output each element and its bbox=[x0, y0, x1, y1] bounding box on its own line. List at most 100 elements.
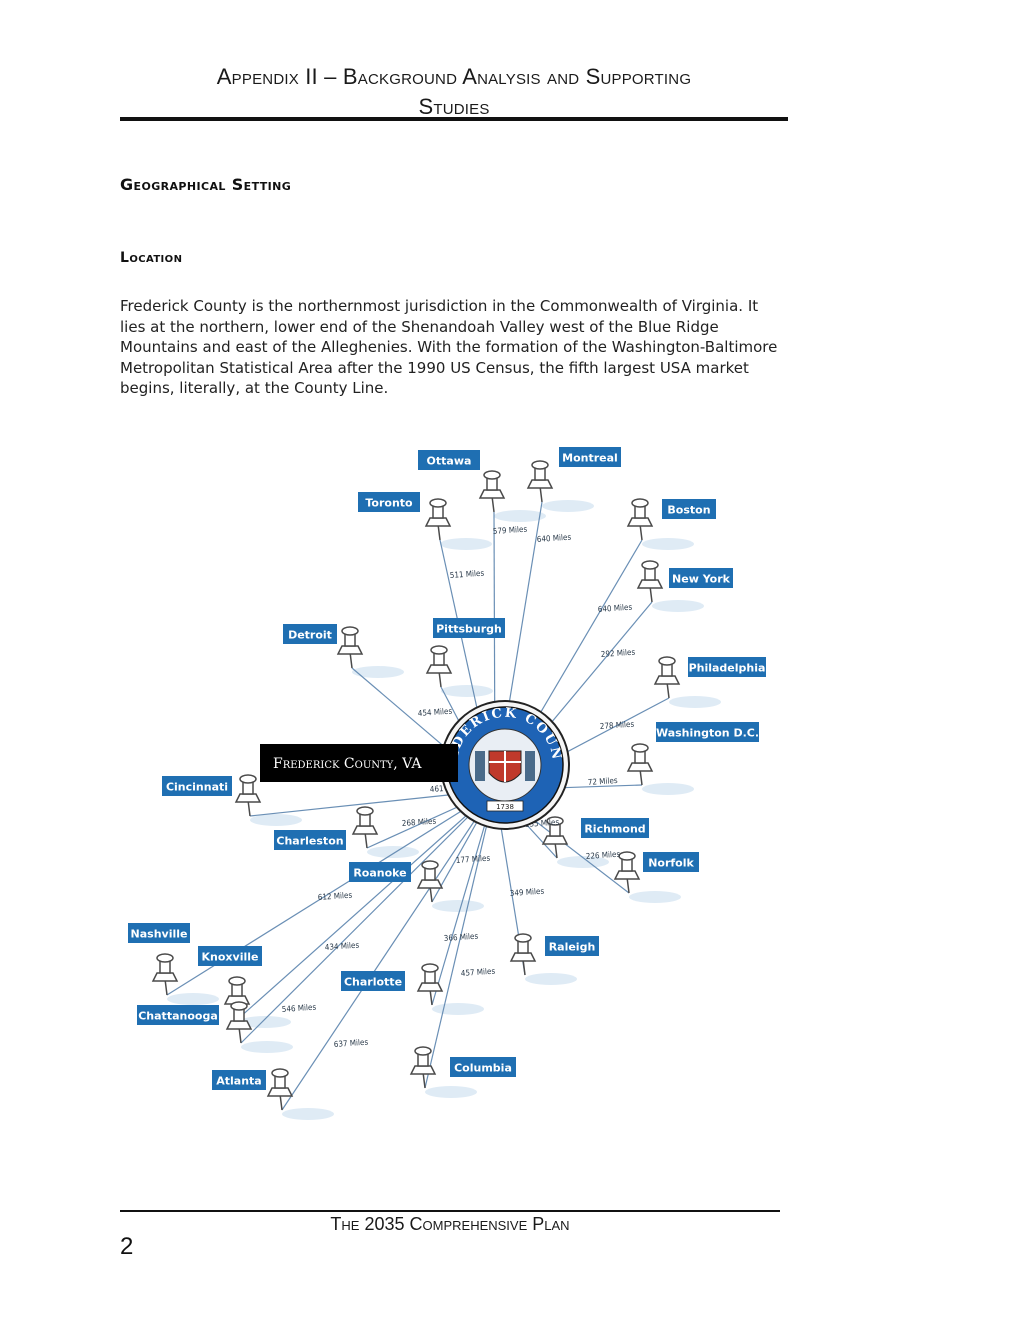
pin-head bbox=[631, 743, 649, 753]
city-name: Knoxville bbox=[202, 951, 259, 964]
pin-head bbox=[429, 498, 447, 508]
pushpin-detroit-icon bbox=[336, 626, 364, 669]
pin-head bbox=[156, 953, 174, 963]
pin-shadow-norfolk bbox=[629, 891, 681, 903]
pin-base bbox=[526, 479, 554, 489]
line-chattanooga bbox=[240, 789, 496, 1044]
pushpin-cincinnati-icon bbox=[234, 774, 262, 817]
city-label-charleston: Charleston bbox=[274, 830, 346, 850]
pushpin-new-york-icon bbox=[636, 560, 664, 603]
city-name: Toronto bbox=[365, 497, 413, 510]
pushpin-chattanooga-icon bbox=[225, 1001, 253, 1044]
footer-title: The 2035 Comprehensive Plan bbox=[330, 1214, 570, 1234]
city-label-box bbox=[274, 830, 346, 850]
pin-base bbox=[234, 793, 262, 803]
pin-head bbox=[228, 976, 246, 986]
pin-base bbox=[409, 1065, 437, 1075]
city-label-box bbox=[162, 776, 232, 796]
city-label-philadelphia: Philadelphia bbox=[688, 657, 766, 677]
city-name: Atlanta bbox=[216, 1075, 261, 1088]
distance-columbia: 457 Miles bbox=[461, 967, 496, 978]
pin-head bbox=[546, 816, 564, 826]
section-heading: Geographical Setting bbox=[120, 175, 292, 194]
city-label-box bbox=[545, 936, 599, 956]
pin-base bbox=[151, 972, 179, 982]
city-label-box bbox=[349, 862, 411, 882]
pin-head bbox=[483, 470, 501, 480]
city-label-box bbox=[662, 499, 716, 519]
pin-head bbox=[631, 498, 649, 508]
distance-montreal: 640 Miles bbox=[537, 533, 572, 544]
distance-chattanooga: 546 Miles bbox=[282, 1003, 317, 1014]
pin-base bbox=[424, 517, 452, 527]
city-name: Boston bbox=[667, 504, 710, 517]
pin-head bbox=[356, 806, 374, 816]
city-name: Richmond bbox=[584, 823, 645, 836]
distance-boston: 640 Miles bbox=[598, 603, 633, 614]
pin-shadow-charleston bbox=[367, 846, 419, 858]
pin-base bbox=[509, 952, 537, 962]
pushpins bbox=[151, 460, 681, 1111]
seal-year: 1738 bbox=[496, 803, 514, 811]
city-label-roanoke: Roanoke bbox=[349, 862, 411, 882]
city-name: Charleston bbox=[276, 835, 343, 848]
distance-charleston: 268 Miles bbox=[402, 817, 437, 828]
header-title-line-2: Studies bbox=[418, 94, 490, 119]
header-divider bbox=[120, 117, 788, 121]
city-label-box bbox=[418, 450, 480, 470]
city-label-box bbox=[450, 1057, 516, 1077]
pin-shadow-chattanooga bbox=[241, 1041, 293, 1053]
line-columbia bbox=[424, 789, 496, 1089]
city-label-norfolk: Norfolk bbox=[643, 852, 699, 872]
pushpin-philadelphia-icon bbox=[653, 656, 681, 699]
pushpin-richmond-icon bbox=[541, 816, 569, 859]
pin-base bbox=[653, 675, 681, 685]
pushpin-montreal-icon bbox=[526, 460, 554, 503]
city-name: Norfolk bbox=[648, 857, 694, 870]
pushpin-columbia-icon bbox=[409, 1046, 437, 1089]
distance-roanoke: 177 Miles bbox=[456, 854, 491, 865]
pushpin-ottawa-icon bbox=[478, 470, 506, 513]
pin-head bbox=[658, 656, 676, 666]
seal-ribbon bbox=[486, 800, 524, 812]
city-name: Charlotte bbox=[344, 976, 402, 989]
center-label-box bbox=[260, 744, 458, 782]
pin-shadow-philadelphia bbox=[669, 696, 721, 708]
city-name: New York bbox=[672, 573, 731, 586]
distance-toronto: 511 Miles bbox=[450, 569, 485, 580]
pin-head bbox=[421, 860, 439, 870]
city-label-detroit: Detroit bbox=[283, 624, 337, 644]
pin-base bbox=[541, 835, 569, 845]
pin-shadow-atlanta bbox=[282, 1108, 334, 1120]
pin-head bbox=[421, 963, 439, 973]
pin-head bbox=[618, 851, 636, 861]
city-label-box bbox=[358, 492, 420, 512]
pushpin-boston-icon bbox=[626, 498, 654, 541]
pin-shadow-ottawa bbox=[494, 510, 546, 522]
city-name: Cincinnati bbox=[166, 781, 228, 794]
seal-supporter-right bbox=[525, 751, 535, 781]
page-header-title: Appendix II – Background Analysis and Su… bbox=[120, 62, 788, 122]
pin-base bbox=[636, 579, 664, 589]
city-name: Raleigh bbox=[549, 941, 596, 954]
pin-shadow-nashville bbox=[167, 993, 219, 1005]
pushpin-charlotte-icon bbox=[416, 963, 444, 1006]
distance-atlanta: 637 Miles bbox=[334, 1038, 369, 1049]
distance-knoxville: 434 Miles bbox=[325, 941, 360, 952]
city-label-box bbox=[128, 923, 190, 943]
pin-head bbox=[514, 933, 532, 943]
pin-shadow-washington-d-c bbox=[642, 783, 694, 795]
city-label-toronto: Toronto bbox=[358, 492, 420, 512]
city-label-pittsburgh: Pittsburgh bbox=[433, 618, 505, 638]
pin-base bbox=[351, 825, 379, 835]
header-title-line-1: Appendix II – Background Analysis and Su… bbox=[216, 64, 692, 89]
pin-head bbox=[341, 626, 359, 636]
city-label-box bbox=[341, 971, 405, 991]
pin-base bbox=[225, 1020, 253, 1030]
city-label-box bbox=[669, 568, 733, 588]
pin-base bbox=[478, 489, 506, 499]
city-label-box bbox=[137, 1005, 219, 1025]
city-label-boston: Boston bbox=[662, 499, 716, 519]
city-label-box bbox=[581, 818, 649, 838]
